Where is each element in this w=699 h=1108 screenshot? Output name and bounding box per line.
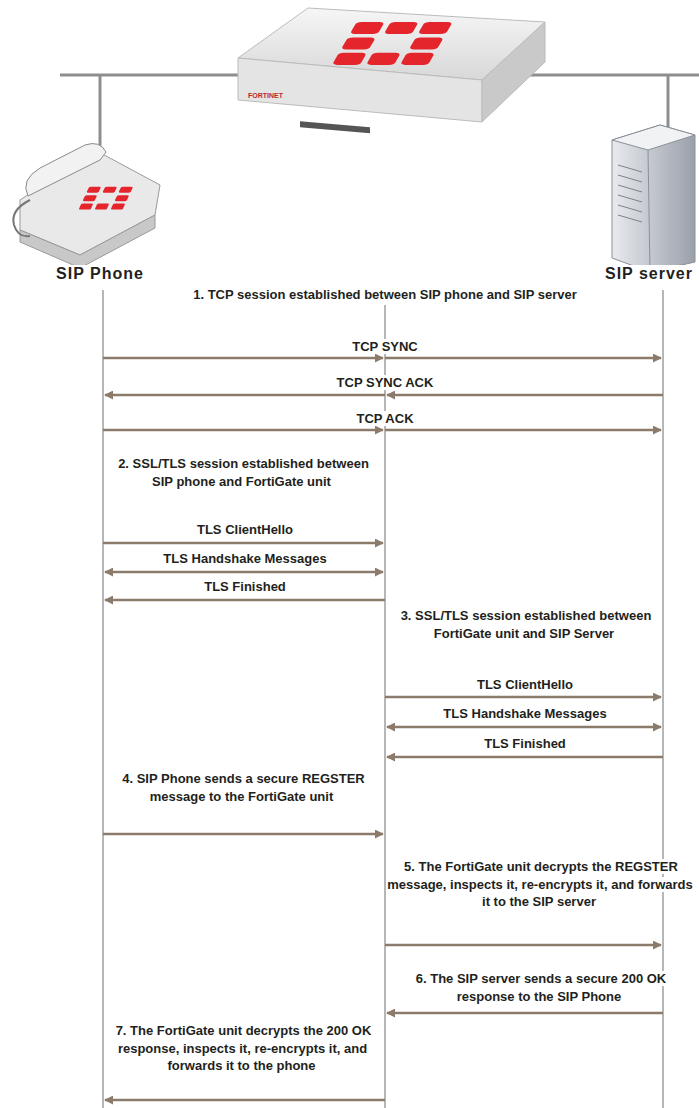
message-label: TLS Finished	[110, 578, 380, 596]
message-label: TLS Finished	[390, 735, 660, 753]
lifeline-title: SIP server	[575, 263, 695, 285]
lifeline-title-text: SIP Phone	[54, 265, 146, 282]
message-label-text: TLS Finished	[202, 579, 288, 594]
message-label-text: TLS Finished	[482, 736, 568, 751]
fortigate-device	[238, 8, 545, 133]
step-text-text: 6. The SIP server sends a secure 200 OK …	[414, 971, 667, 1004]
message-label-text: TCP SYNC ACK	[335, 375, 436, 390]
step-text: 7. The FortiGate unit decrypts the 200 O…	[105, 1022, 380, 1075]
step-text: 3. SSL/TLS session established between F…	[390, 607, 660, 642]
step-text: 2. SSL/TLS session established between S…	[105, 455, 380, 490]
server-icon	[612, 125, 695, 272]
message-label-text: TLS ClientHello	[475, 677, 575, 692]
phone-icon	[13, 144, 160, 268]
message-label: TCP ACK	[290, 410, 480, 428]
message-label-text: TLS ClientHello	[195, 522, 295, 537]
brand-logo-text-text: FORTINET	[246, 92, 285, 99]
step-text: 1. TCP session established between SIP p…	[105, 286, 665, 304]
message-label: TLS Handshake Messages	[110, 550, 380, 568]
step-text-text: 3. SSL/TLS session established between F…	[399, 608, 652, 641]
message-label-text: TLS Handshake Messages	[161, 551, 328, 566]
step-text-text: 5. The FortiGate unit decrypts the REGST…	[387, 859, 693, 909]
step-text-text: 2. SSL/TLS session established between S…	[116, 456, 369, 489]
message-label: TLS ClientHello	[110, 521, 380, 539]
step-text-text: 4. SIP Phone sends a secure REGSTER mess…	[120, 771, 365, 804]
message-label-text: TCP SYNC	[350, 339, 420, 354]
message-label-text: TCP ACK	[354, 411, 415, 426]
message-label: TCP SYNC ACK	[290, 374, 480, 392]
lifeline-title-text: SIP server	[603, 265, 695, 282]
step-text: 4. SIP Phone sends a secure REGSTER mess…	[105, 770, 380, 805]
step-text: 6. The SIP server sends a secure 200 OK …	[385, 970, 695, 1005]
step-text-text: 7. The FortiGate unit decrypts the 200 O…	[114, 1023, 372, 1073]
message-label: TLS Handshake Messages	[390, 705, 660, 723]
lifeline-title: SIP Phone	[30, 263, 170, 285]
step-text-text: 1. TCP session established between SIP p…	[191, 287, 579, 302]
brand-logo-text: FORTINET	[246, 92, 316, 99]
message-label: TLS ClientHello	[390, 676, 660, 694]
message-label: TCP SYNC	[290, 338, 480, 356]
message-label-text: TLS Handshake Messages	[441, 706, 608, 721]
step-text: 5. The FortiGate unit decrypts the REGST…	[385, 858, 695, 911]
